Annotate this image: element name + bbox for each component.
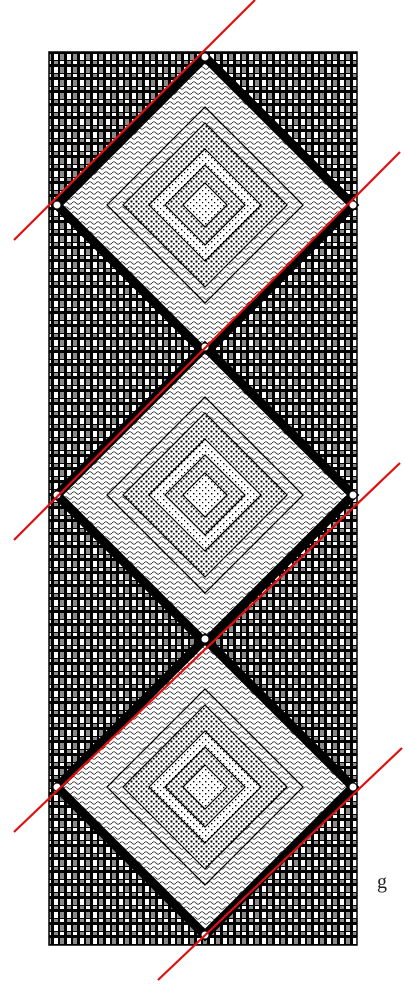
corner-node [202, 54, 209, 61]
corner-node [54, 202, 61, 209]
corner-node [350, 492, 357, 499]
corner-node [202, 636, 209, 643]
corner-node [350, 784, 357, 791]
stray-letter: g [377, 872, 387, 892]
log-cabin-blocks [54, 54, 357, 939]
